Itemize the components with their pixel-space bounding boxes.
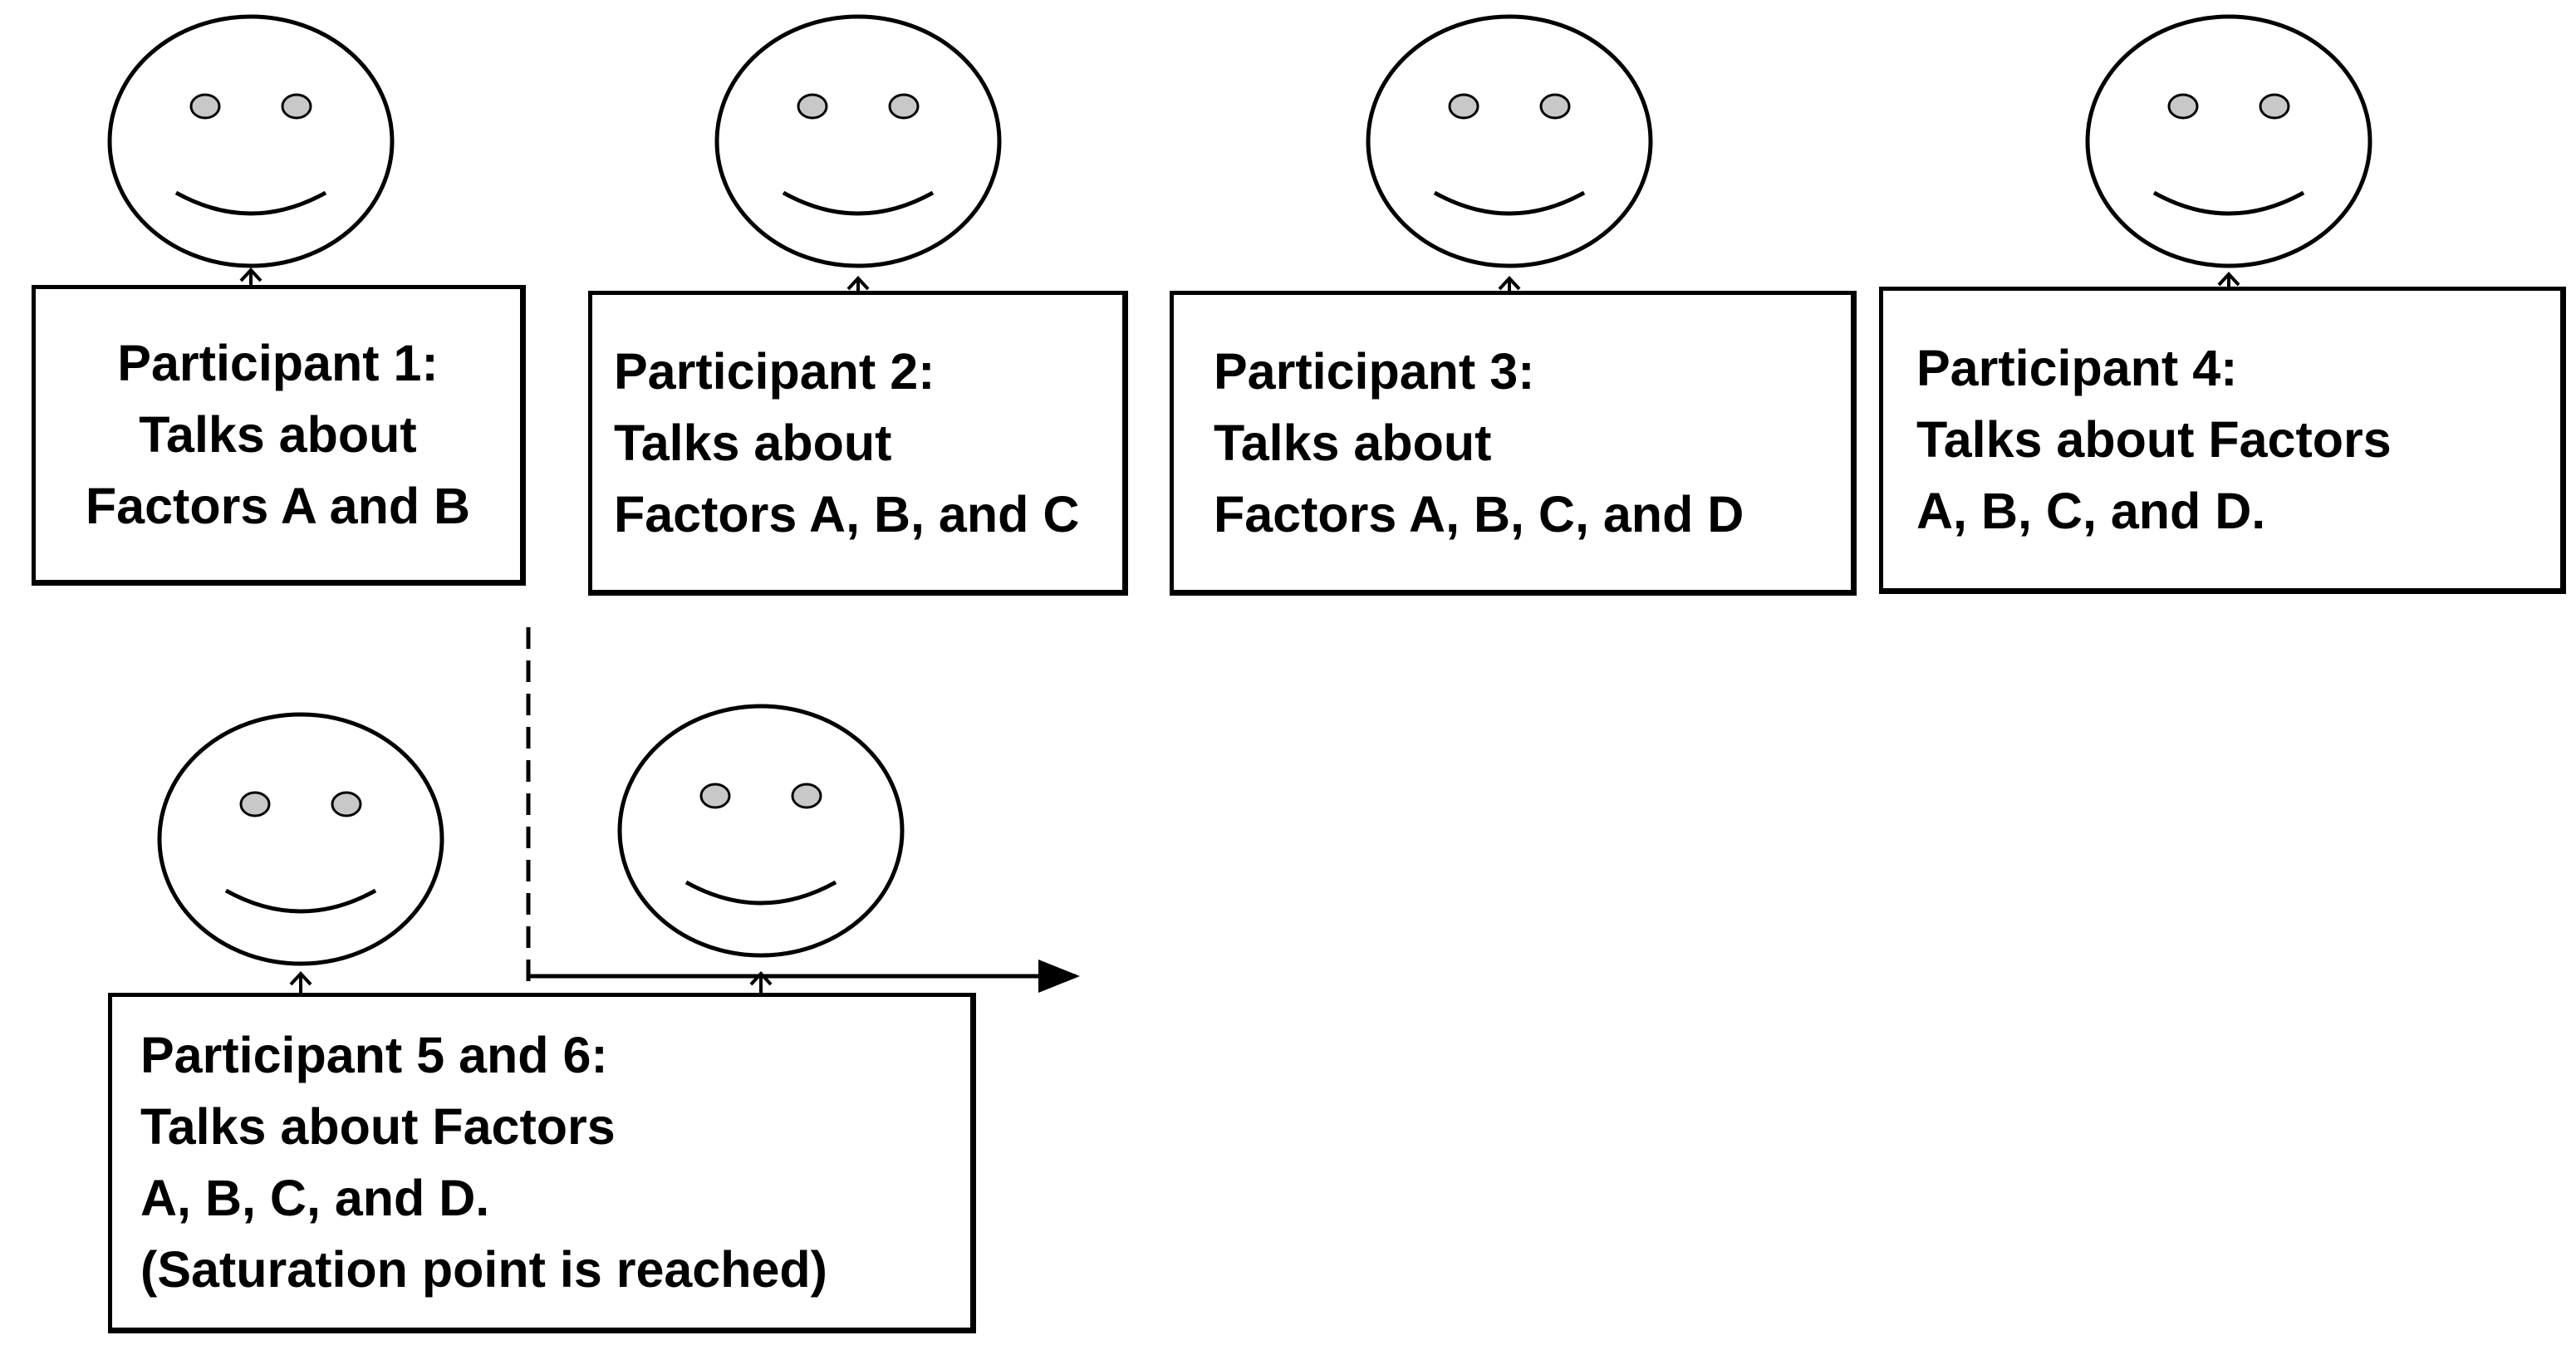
participant-3-line-3: Factors A, B, C, and D	[1214, 485, 1744, 542]
saturation-note: (Saturation point is reached)	[140, 1241, 827, 1298]
participant-2-line-2: Talks about	[614, 414, 892, 471]
participant-4-line-3: A, B, C, and D.	[1916, 483, 2266, 539]
participant-4-line-2: Talks about Factors	[1916, 411, 2392, 468]
smiley-face-icon	[617, 704, 905, 958]
smiley-face-icon	[157, 712, 444, 966]
participant-4-box: Participant 4: Talks about Factors A, B,…	[1879, 287, 2566, 594]
participant-1-line-3: Factors A and B	[85, 478, 471, 534]
participant-5-and-6-box: Participant 5 and 6: Talks about Factors…	[108, 993, 976, 1333]
participant-5-and-6-title: Participant 5 and 6:	[140, 1027, 608, 1083]
smiley-face-icon	[2085, 14, 2372, 268]
participant-2-title: Participant 2:	[614, 342, 935, 400]
smiley-face-icon	[714, 14, 1002, 268]
participant-1-line-2: Talks about	[139, 406, 417, 463]
participant-3-box: Participant 3: Talks about Factors A, B,…	[1170, 291, 1857, 596]
participant-5-and-6-line-2: Talks about Factors	[140, 1098, 616, 1155]
participant-1-title: Participant 1:	[117, 335, 439, 391]
smiley-face-icon	[1366, 14, 1653, 268]
participant-4-title: Participant 4:	[1916, 340, 2238, 396]
participant-3-line-2: Talks about	[1214, 414, 1492, 471]
participant-2-line-3: Factors A, B, and C	[614, 485, 1080, 542]
smiley-face-icon	[107, 14, 395, 268]
participant-3-title: Participant 3:	[1214, 342, 1535, 400]
participant-2-box: Participant 2: Talks about Factors A, B,…	[588, 291, 1128, 596]
participant-5-and-6-line-3: A, B, C, and D.	[140, 1170, 490, 1226]
participant-1-box: Participant 1: Talks about Factors A and…	[32, 285, 526, 586]
